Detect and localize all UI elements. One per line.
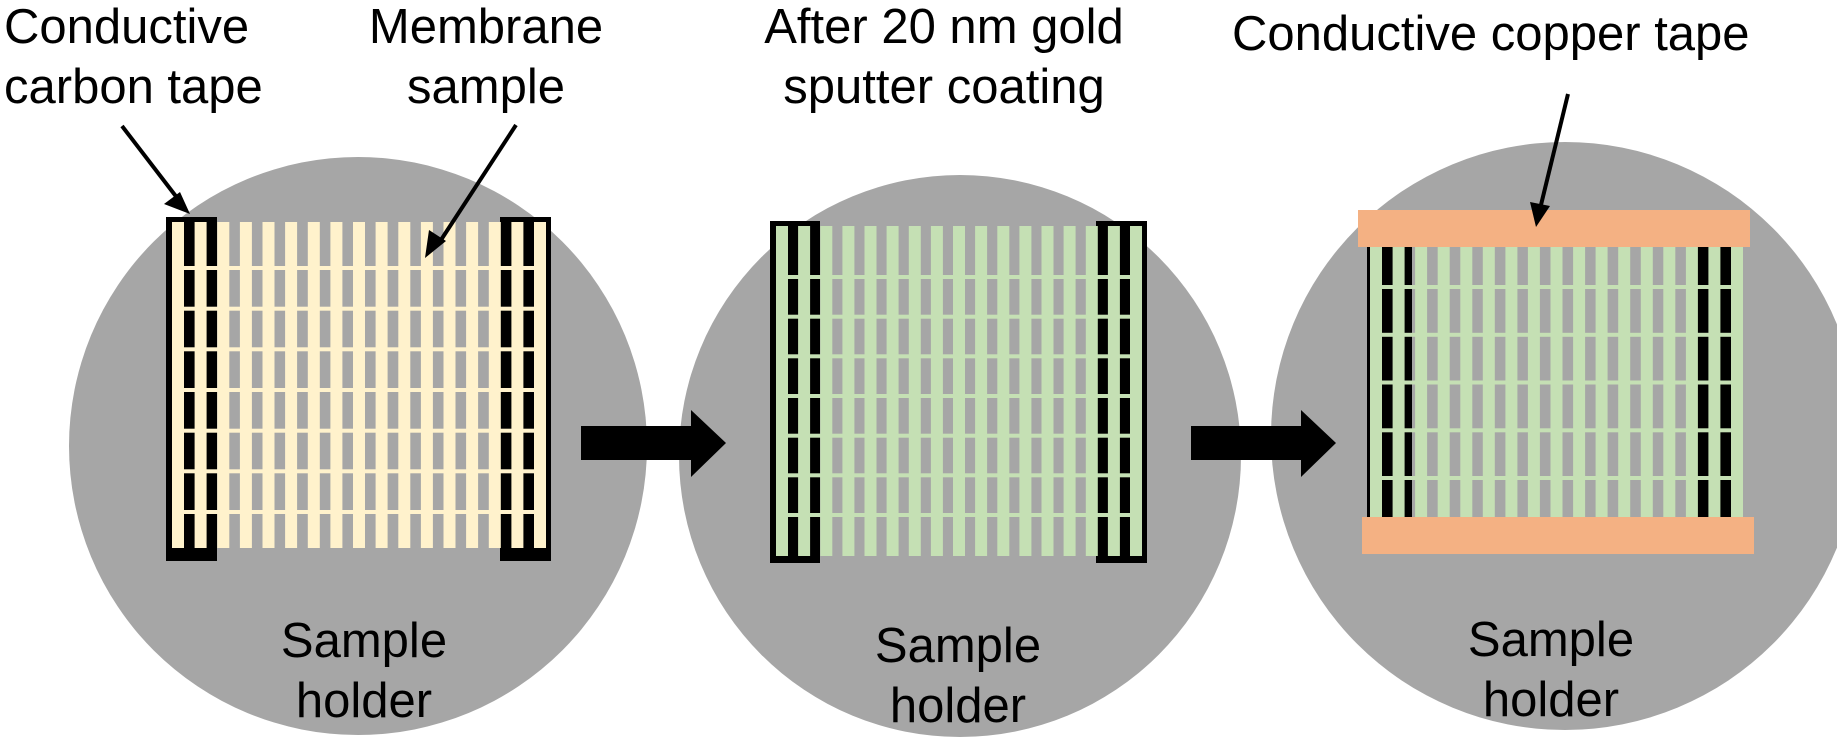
pointer-lines: [120, 93, 1570, 258]
membrane-crossbar: [776, 314, 1142, 319]
membrane-strip: [375, 222, 388, 548]
membrane-strip: [285, 222, 298, 548]
membrane-strip: [488, 222, 501, 548]
gold-label-line1: After 20 nm gold: [764, 0, 1124, 54]
carbon-tape-label-line2: carbon tape: [4, 60, 263, 114]
copper-tape-pointer: [1538, 93, 1570, 210]
membrane-crossbar: [172, 347, 546, 352]
gold-coating-label: After 20 nm gold sputter coating: [764, 0, 1124, 117]
membrane-strip: [1731, 236, 1743, 522]
holder-label-2-line2: holder: [889, 679, 1027, 733]
membrane-strip: [1437, 236, 1450, 522]
sample-holder-label-1: Sample holder: [281, 611, 447, 731]
carbon-tape-label-line1: Conductive: [4, 0, 250, 54]
membrane-strip: [1595, 236, 1608, 522]
membrane-label-line2: sample: [407, 60, 565, 114]
membrane-strip: [1708, 236, 1721, 522]
membrane-strip: [1370, 236, 1382, 522]
membrane-crossbar: [776, 275, 1142, 279]
membrane-crossbar: [1370, 476, 1743, 480]
membrane-strip: [398, 222, 411, 548]
membrane-strip: [239, 222, 252, 548]
membrane-crossbar: [172, 266, 546, 270]
membrane-strip: [466, 222, 479, 548]
holder-label-1-line2: holder: [295, 674, 433, 728]
membrane-crossbar: [776, 433, 1142, 438]
membrane-sample-label: Membrane sample: [369, 0, 603, 117]
membrane-pointer-head: [425, 230, 446, 258]
carbon-tape-pointer: [120, 124, 180, 201]
membrane-strip: [534, 222, 546, 548]
membrane-crossbar: [1370, 285, 1743, 289]
sample-holder-label-2: Sample holder: [875, 616, 1041, 736]
membrane-strip: [1505, 236, 1518, 522]
copper-taped-grid: [1367, 210, 1743, 523]
membrane-strip: [420, 222, 433, 548]
membrane-strip: [1550, 236, 1563, 522]
membrane-sample-grid: [166, 217, 551, 561]
membrane-strip: [511, 222, 524, 548]
carbon-tape-pointer-head: [164, 192, 190, 214]
membrane-strip: [1663, 236, 1676, 522]
membrane-strip: [330, 222, 343, 548]
membrane-strip: [1460, 236, 1473, 522]
membrane-crossbar: [1370, 380, 1743, 385]
holder-label-3-line2: holder: [1482, 673, 1620, 727]
copper-tape-bottom: [1362, 517, 1754, 554]
membrane-crossbar: [172, 388, 546, 392]
membrane-crossbar: [172, 306, 546, 311]
copper-tape-top: [1358, 210, 1750, 247]
membrane-crossbar: [1370, 428, 1743, 433]
holder-label-1-line1: Sample: [280, 614, 448, 668]
sample-holder-label-3: Sample holder: [1468, 610, 1634, 730]
membrane-strip: [1392, 236, 1405, 522]
membrane-strip: [1415, 236, 1428, 522]
membrane-strip: [1527, 236, 1540, 522]
membrane-strip: [1618, 236, 1631, 522]
membrane-strip: [194, 222, 207, 548]
membrane-strip: [172, 222, 184, 548]
membrane-crossbar: [776, 354, 1142, 359]
carbon-tape-label: Conductive carbon tape: [4, 0, 263, 117]
membrane-strip: [443, 222, 456, 548]
membrane-label-line1: Membrane: [368, 0, 604, 54]
membrane-crossbar: [776, 473, 1142, 478]
membrane-strip: [1685, 236, 1698, 522]
membrane-crossbar: [776, 513, 1142, 517]
membrane-strip: [1640, 236, 1653, 522]
right-arrow-icon: [581, 410, 726, 477]
membrane-strip: [1573, 236, 1586, 522]
gold-coated-grid: [770, 221, 1147, 563]
gold-label-line2: sputter coating: [783, 60, 1105, 114]
membrane-crossbar: [776, 394, 1142, 398]
membrane-crossbar: [1370, 332, 1743, 337]
right-arrow-icon: [1191, 410, 1336, 477]
membrane-crossbar: [172, 469, 546, 474]
membrane-strip: [262, 222, 275, 548]
holder-label-2-line1: Sample: [874, 619, 1042, 673]
membrane-strip: [1482, 236, 1495, 522]
holder-label-3-line1: Sample: [1467, 613, 1635, 667]
membrane-strip: [217, 222, 230, 548]
copper-tape-pointer-head: [1530, 202, 1550, 227]
copper-tape-label-text: Conductive copper tape: [1232, 7, 1750, 61]
membrane-crossbar: [172, 510, 546, 514]
membrane-strip: [353, 222, 365, 548]
membrane-pointer: [437, 123, 518, 245]
membrane-crossbar: [172, 428, 546, 433]
membrane-strip: [307, 222, 320, 548]
copper-tape-label: Conductive copper tape: [1232, 4, 1750, 64]
